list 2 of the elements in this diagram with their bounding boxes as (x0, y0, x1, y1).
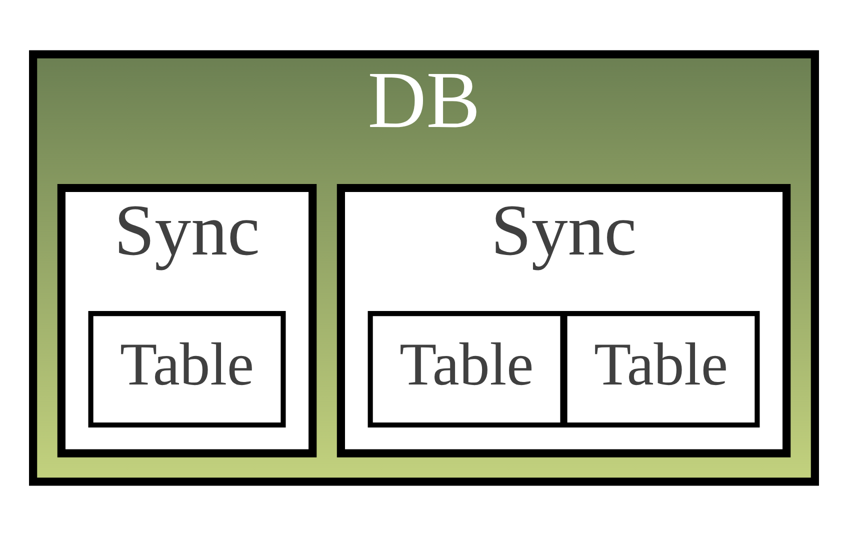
node-box: Table (368, 310, 566, 428)
node-box: Table (88, 310, 286, 428)
